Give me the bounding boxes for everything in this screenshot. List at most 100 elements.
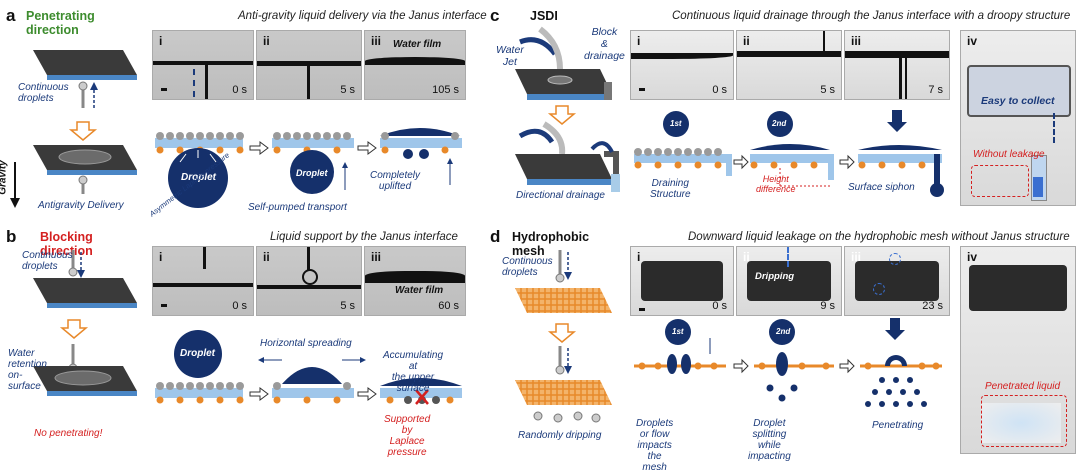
block-drainage-caption: Block & drainage (584, 26, 625, 62)
frame-roman: ii (743, 34, 750, 48)
panel-b-label: b (6, 227, 17, 246)
gravity-arrow (10, 162, 20, 208)
panel-c-photo-iv: iv Easy to collect Without leakage (960, 30, 1076, 206)
accumulating-caption: Accumulating at the upper surface (383, 350, 444, 394)
frame-time: 9 s (820, 300, 835, 312)
no-penetrating-caption: No penetrating! (34, 428, 103, 439)
panel-c-photo-i: i 0 s (630, 30, 734, 100)
frame-time: 23 s (922, 300, 943, 312)
panel-c-title: JSDI (530, 9, 558, 23)
panel-d-photo-iv: iv Penetrated liquid (960, 246, 1076, 454)
water-jet-caption: Water Jet (496, 44, 524, 68)
frame-time: 0 s (712, 84, 727, 96)
panel-b-desc: Liquid support by the Janus interface (270, 231, 458, 243)
frame-roman: iii (371, 250, 382, 264)
panel-d-label: d (490, 227, 501, 246)
panel-a-droplets-caption: Continuous droplets (18, 82, 69, 104)
frame-time: 0 s (232, 300, 247, 312)
droplet-splitting-caption: Droplet splitting while impacting (748, 418, 791, 462)
frame-roman: iii (851, 34, 862, 48)
panel-b-photo-i: i 0 s (152, 246, 254, 316)
without-leakage-note: Without leakage (973, 149, 1045, 160)
water-film-note: Water film (393, 39, 442, 50)
panel-a-photo-iii: iii Water film 105 s (364, 30, 466, 100)
dripping-note: Dripping (755, 271, 795, 282)
frame-time: 105 s (432, 84, 459, 96)
panel-c-desc: Continuous liquid drainage through the J… (672, 10, 1071, 22)
panel-a-mechanism-diagram (155, 128, 462, 208)
panel-d-desc: Downward liquid leakage on the hydrophob… (688, 231, 1070, 243)
panel-b-photo-ii: ii 5 s (256, 246, 362, 316)
surface-siphon-caption: Surface siphon (848, 182, 915, 193)
frame-time: 5 s (820, 84, 835, 96)
panel-b-left-schematic (33, 250, 137, 396)
frame-time: 0 s (712, 300, 727, 312)
panel-b-photo-iii: iii Water film 60 s (364, 246, 466, 316)
frame-roman: ii (263, 250, 270, 264)
mesh-stage-3 (380, 128, 462, 185)
height-difference-caption: Height difference (756, 174, 796, 194)
panel-a-title: Penetrating direction (26, 9, 95, 37)
panel-c-left-schematic (515, 26, 620, 192)
pumped-droplet-label: Droplet (296, 168, 328, 178)
panel-a-desc: Anti-gravity liquid delivery via the Jan… (238, 10, 487, 22)
panel-d-left-schematic (515, 250, 612, 423)
panel-b-title: Blocking direction (40, 230, 93, 258)
panel-a-left-schematic (33, 50, 137, 194)
panel-d-title: Hydrophobic mesh (512, 230, 590, 258)
first-label: 1st (670, 119, 682, 128)
penetrating-caption: Penetrating (872, 420, 924, 431)
panel-d-photo-i: i 0 s (630, 246, 734, 316)
frame-roman: iii (371, 34, 382, 48)
panel-d-mechanism-diagram (634, 318, 942, 407)
frame-time: 7 s (928, 84, 943, 96)
droplet-label: Droplet (181, 172, 216, 183)
frame-time: 5 s (340, 84, 355, 96)
frame-time: 5 s (340, 300, 355, 312)
uplifted-caption: Completely uplifted (370, 170, 421, 192)
panel-d-photo-ii: ii Dripping 9 s (736, 246, 842, 316)
second-label: 2nd (772, 119, 787, 128)
block-x-icon (415, 389, 429, 405)
directional-drainage-caption: Directional drainage (516, 190, 605, 201)
horizontal-spreading-caption: Horizontal spreading (260, 338, 352, 349)
frame-time: 0 s (232, 84, 247, 96)
water-film-note: Water film (395, 285, 444, 296)
panel-a-photo-i: i 0 s (152, 30, 254, 100)
panel-b-mechanism-diagram (155, 330, 462, 405)
janus-plate-top (33, 50, 137, 75)
mesh-stage-1 (155, 132, 244, 208)
panel-b-droplet-label: Droplet (180, 348, 215, 359)
panel-b-droplets-caption: Continuous droplets (22, 250, 73, 272)
frame-roman: i (637, 250, 641, 264)
panel-a-delivery-caption: Antigravity Delivery (38, 200, 124, 211)
easy-to-collect-note: Easy to collect (981, 95, 1055, 107)
frame-roman: i (637, 34, 641, 48)
panel-c-mechanism-diagram (634, 110, 944, 197)
frame-time: 60 s (438, 300, 459, 312)
water-retention-caption: Water retention on-surface (8, 348, 47, 392)
frame-roman: ii (263, 34, 270, 48)
frame-roman: i (159, 34, 163, 48)
frame-roman: iii (851, 250, 862, 264)
panel-a-label: a (6, 6, 16, 25)
frame-roman: iv (967, 34, 978, 48)
supported-caption: Supported by Laplace pressure (384, 414, 431, 458)
panel-d-first-label: 1st (672, 327, 684, 336)
panel-c-label: c (490, 6, 500, 25)
panel-d-photo-iii: iii 23 s (844, 246, 950, 316)
mesh-stage-2 (272, 132, 354, 194)
panel-c-photo-iii: iii 7 s (844, 30, 950, 100)
frame-roman: i (159, 250, 163, 264)
gravity-label: Gravity (0, 160, 9, 195)
frame-roman: ii (743, 250, 750, 264)
draining-structure-caption: Draining Structure (650, 178, 691, 200)
panel-c-photo-ii: ii 5 s (736, 30, 842, 100)
penetrated-liquid-note: Penetrated liquid (985, 381, 1061, 392)
self-pumped-caption: Self-pumped transport (248, 202, 347, 213)
panel-d-second-label: 2nd (776, 327, 791, 336)
panel-a-photo-ii: ii 5 s (256, 30, 362, 100)
randomly-dripping-caption: Randomly dripping (518, 430, 602, 441)
panel-d-droplets-caption: Continuous droplets (502, 256, 553, 278)
frame-roman: iv (967, 250, 978, 264)
